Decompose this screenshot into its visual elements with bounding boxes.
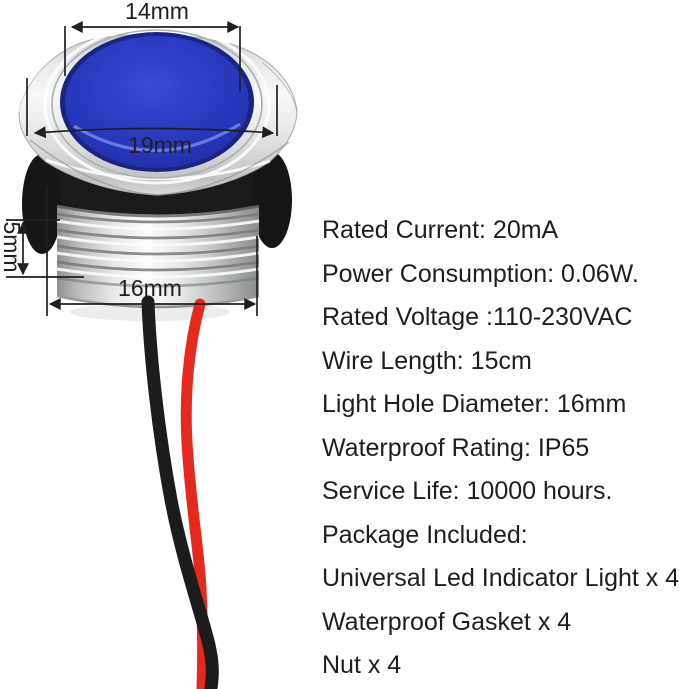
spec-waterproof-rating: Waterproof Rating: IP65: [322, 433, 590, 462]
spec-rated-current: Rated Current: 20mA: [322, 216, 559, 244]
dim-body-diameter: 16mm: [46, 187, 258, 316]
thread-ridge: [56, 276, 260, 288]
dimension-annotations: 14mm 19mm 5mm 16mm: [0, 0, 278, 316]
spec-power-consumption: Power Consumption: 0.06W.: [322, 259, 639, 288]
spec-list: Rated Current: 20mA Power Consumption: 0…: [322, 209, 679, 688]
dim-lens-diameter: 14mm: [64, 0, 241, 92]
dim-thread-height: 5mm: [0, 219, 84, 278]
bezel-bottom-edge: [29, 139, 290, 196]
spec-package-item-nut: Nut x 4: [322, 651, 402, 679]
dim-thread-height-label: 5mm: [0, 221, 25, 272]
thread-ridge: [56, 212, 260, 224]
spec-service-life: Service Life: 10000 hours.: [322, 477, 613, 505]
body-top-shadow: [56, 204, 260, 218]
metal-bezel: [18, 25, 298, 196]
dim-body-diameter-label: 16mm: [118, 275, 182, 301]
thread-highlight: [56, 235, 260, 247]
led-indicator-diagram: 14mm 19mm 5mm 16mm: [0, 0, 298, 689]
thread-highlight: [56, 219, 260, 231]
threaded-body: [56, 204, 260, 309]
dim-lens-diameter-label: 14mm: [125, 0, 189, 24]
bezel-facet-line: [261, 61, 298, 113]
thread-ridge: [56, 244, 260, 256]
spec-package-included: Package Included:: [322, 520, 528, 549]
thread-ridge: [56, 228, 260, 240]
dim-head-diameter-label: 19mm: [128, 132, 192, 158]
wire-leads: [141, 295, 219, 689]
spec-rated-voltage: Rated Voltage :110-230VAC: [322, 303, 633, 331]
gasket-right-side: [252, 152, 292, 248]
body-cylinder: [57, 205, 259, 307]
bezel-facet-line: [18, 57, 53, 113]
black-wire: [141, 295, 219, 689]
thread-ridge: [56, 260, 260, 272]
dimension-arrow: [33, 126, 275, 139]
spec-light-hole-diameter: Light Hole Diameter: 16mm: [322, 390, 627, 418]
spec-package-item-gasket: Waterproof Gasket x 4: [322, 607, 572, 636]
spec-wire-length: Wire Length: 15cm: [322, 346, 532, 375]
gasket-left-side: [22, 154, 62, 254]
dim-head-diameter: 19mm: [26, 78, 278, 158]
thread-highlight: [56, 267, 260, 279]
thread-highlight: [56, 251, 260, 263]
spec-package-item-light: Universal Led Indicator Light x 4: [322, 564, 679, 592]
